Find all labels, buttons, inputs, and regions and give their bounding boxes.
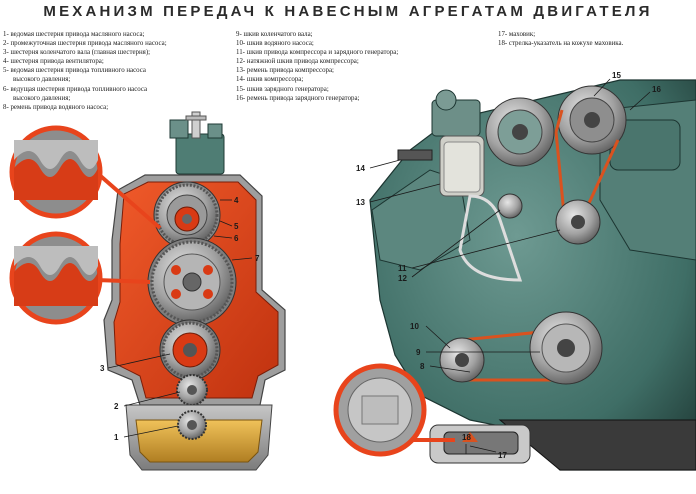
legend-item: 6- ведущая шестерня привода топливного н… [3,85,148,93]
legend-item: 8- ремень привода водяного насоса; [3,103,109,111]
water-pump-pulley [439,337,485,383]
flywheel-inset [429,424,531,464]
legend-item: 13- ремень привода компрессора; [236,67,334,75]
callout-5: 5 [234,222,239,231]
injection-pump-drive-gear [147,237,237,327]
callout-14: 14 [356,164,365,173]
oil-pump-intermediate-gear [176,374,208,406]
callout-7: 7 [255,254,260,263]
legend-column-3: 17- маховик; 18- стрелка-указатель на кож… [498,30,623,48]
diagram-title: МЕХАНИЗМ ПЕРЕДАЧ К НАВЕСНЫМ АГРЕГАТАМ ДВ… [43,3,653,20]
legend-item: 4- шестерня привода вентилятора; [3,58,104,66]
oil-pump-driven-gear [177,410,207,440]
fan-pulley [485,97,555,167]
legend-column-2: 9- шкив коленчатого вала; 10- шкив водяно… [236,30,398,103]
callout-10: 10 [410,322,419,331]
legend-item: 10- шкив водяного насоса; [236,40,314,48]
legend-item: 5- ведомая шестерня привода топливного н… [3,67,146,75]
callout-13: 13 [356,198,365,207]
legend-item: 11- шкив привода компрессора и зарядного… [236,49,399,57]
legend-item: 18- стрелка-указатель на кожухе маховика… [498,40,624,48]
legend-item: 2- промежуточная шестерня привода маслян… [3,40,167,48]
callout-15: 15 [612,71,621,80]
front-engine-view [103,111,286,471]
legend-column-1: 1- ведомая шестерня привода масляного на… [3,30,167,112]
legend-item: 16- ремень привода зарядного генератора; [236,94,360,102]
crankshaft-pulley [529,311,603,385]
compressor-unit [397,89,485,197]
gear-mesh-magnifier-top [9,125,162,230]
callout-16: 16 [652,85,661,94]
callout-18: 18 [462,433,471,442]
callout-11: 11 [398,264,407,273]
callout-6: 6 [234,234,239,243]
oil-level [135,419,263,463]
callout-4: 4 [234,196,239,205]
callout-17: 17 [498,451,507,460]
legend-item: 3- шестерня коленчатого вала (главная ше… [3,49,151,57]
callout-3: 3 [100,364,105,373]
legend-item: 15- шкив зарядного генератора; [236,85,329,93]
side-engine-view [369,79,696,471]
generator-pulley [557,85,627,155]
tensioner-pulley [497,193,523,219]
legend-item: высокого давления; [13,94,71,102]
callout-12: 12 [398,274,407,283]
callout-9: 9 [416,348,421,357]
callout-2: 2 [114,402,119,411]
legend-item: 1- ведомая шестерня привода масляного на… [3,31,145,38]
callout-1: 1 [114,433,119,442]
crankshaft-gear [159,319,221,381]
compressor-drive-pulley [555,199,601,245]
fan-drive-gear [153,181,221,249]
callout-8: 8 [420,362,425,371]
fuel-pump-top [169,111,225,175]
legend-item: 12- натяжной шкив привода компрессора; [236,58,359,66]
timing-mark-magnifier [333,363,455,457]
legend-item: 14- шкив компрессора; [236,76,304,84]
legend-item: 9- шкив коленчатого вала; [236,31,313,38]
legend-item: 17- маховик; [498,31,536,38]
leader-lines [107,78,651,454]
gear-mesh-magnifier-bottom [9,231,151,325]
legend-item: высокого давления; [13,76,71,84]
